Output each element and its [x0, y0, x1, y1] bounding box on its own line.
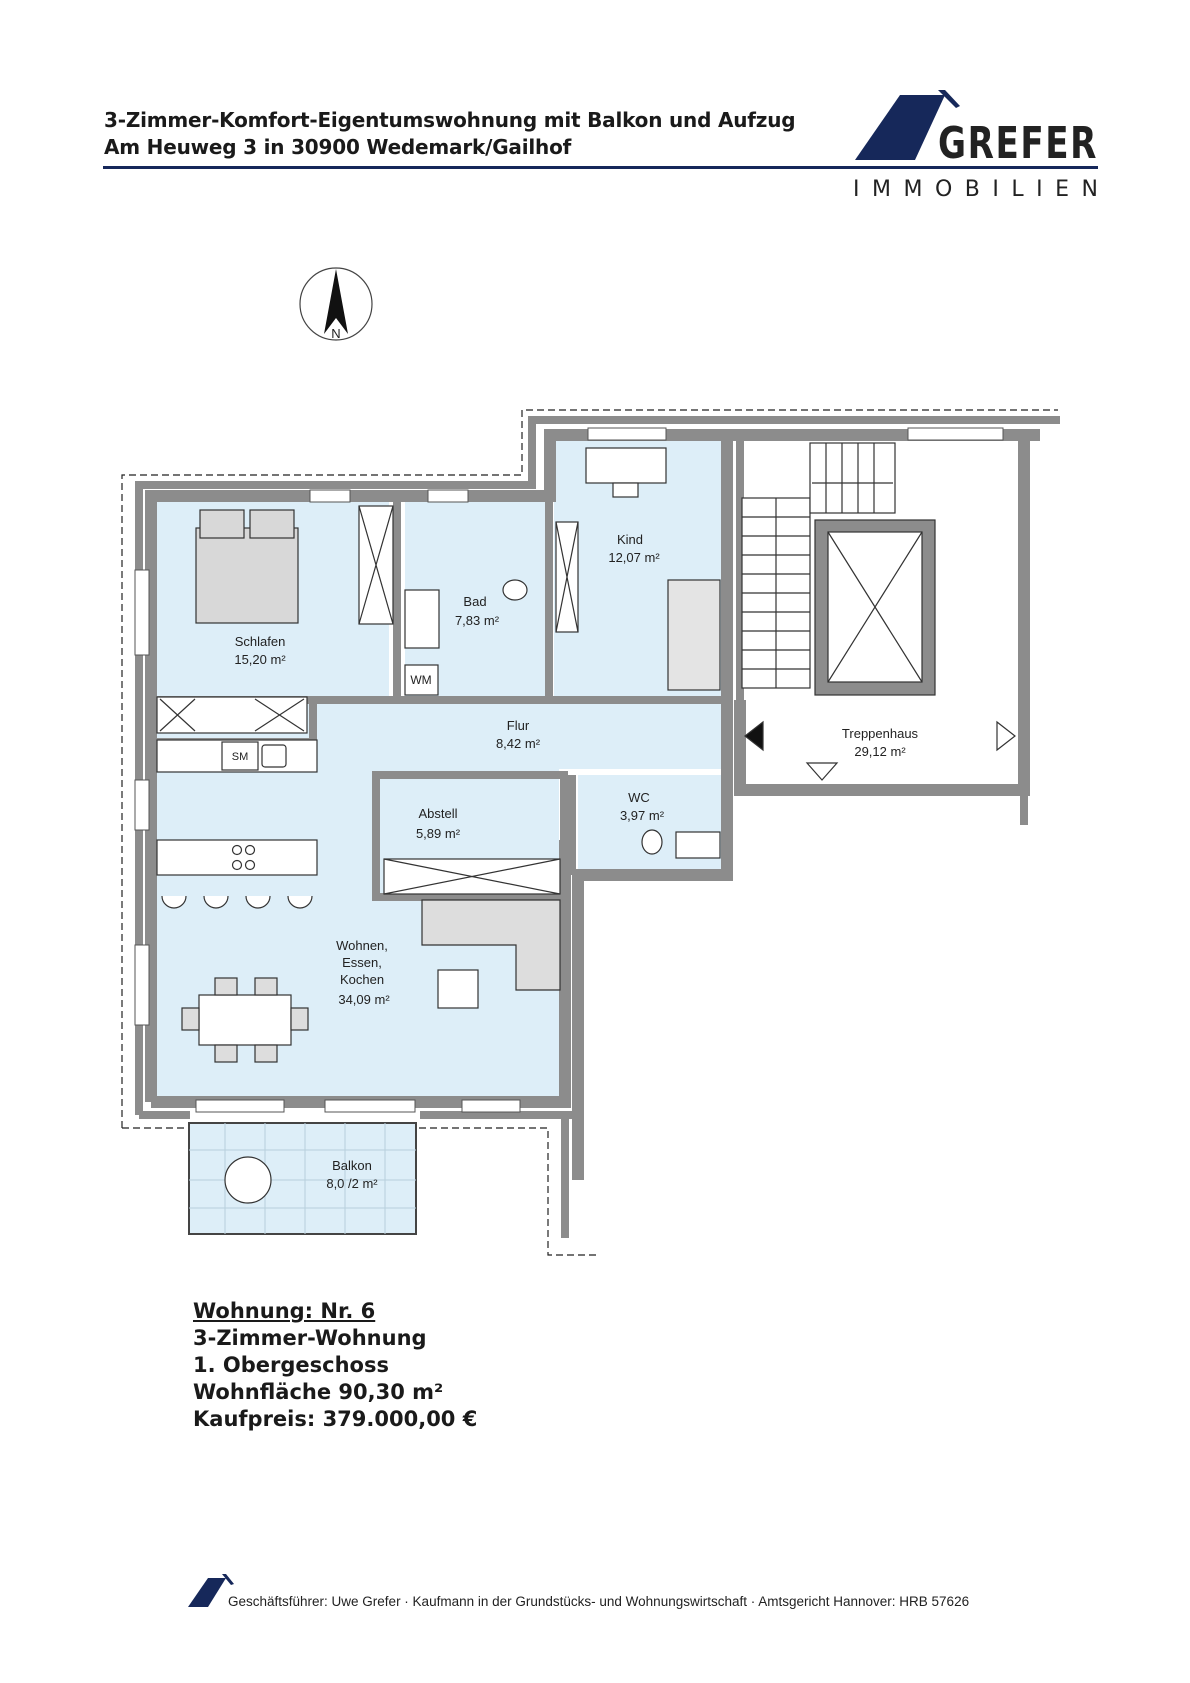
room-name: Abstell: [418, 806, 457, 821]
room-name: Treppenhaus: [842, 726, 919, 741]
room-area: 34,09 m²: [338, 992, 390, 1007]
purchase-price: Kaufpreis: 379.000,00 €: [193, 1407, 478, 1431]
roof-icon: [855, 95, 945, 160]
room-area: 7,83 m²: [455, 613, 500, 628]
appliance-label: WM: [410, 673, 431, 687]
listing-title: 3-Zimmer-Komfort-Eigentumswohnung mit Ba…: [104, 108, 796, 132]
floor-level: 1. Obergeschoss: [193, 1353, 389, 1377]
arrow-left-icon: [744, 720, 764, 752]
bed: [195, 527, 299, 624]
toilet: [502, 579, 528, 601]
floor-plan: N: [121, 267, 1060, 1256]
dining-table: [198, 994, 292, 1046]
washing-machine: [404, 664, 439, 696]
grefer-logo: GREFER IMMOBILIEN: [853, 90, 1098, 202]
room-area: 5,89 m²: [416, 826, 461, 841]
room-area: 8,0 /2 m²: [326, 1176, 378, 1191]
listing-address: Am Heuweg 3 in 30900 Wedemark/Gailhof: [104, 135, 572, 159]
room-name: WC: [628, 790, 650, 805]
arrow-right-icon: [996, 720, 1016, 752]
room-area: 29,12 m²: [854, 744, 906, 759]
desk: [585, 447, 667, 484]
arrow-down-icon: [805, 762, 839, 781]
windows: [134, 427, 1004, 1113]
room-name: Kind: [617, 532, 643, 547]
room-area: 12,07 m²: [608, 550, 660, 565]
room-name: Balkon: [332, 1158, 372, 1173]
room-area: 8,42 m²: [496, 736, 541, 751]
walls: [135, 416, 1060, 1238]
footer-roof-icon: [188, 1574, 234, 1607]
room-name: Schlafen: [235, 634, 286, 649]
child-bed: [667, 579, 721, 691]
apartment-info: Wohnung: Nr. 6 3-Zimmer-Wohnung 1. Oberg…: [193, 1298, 477, 1433]
room-area: 15,20 m²: [234, 652, 286, 667]
apartment-type: 3-Zimmer-Wohnung: [193, 1326, 427, 1350]
appliance-label: SM: [232, 751, 249, 763]
sofa: [421, 899, 561, 991]
room-name: Flur: [507, 718, 530, 733]
unit-number: Wohnung: Nr. 6: [193, 1299, 376, 1323]
coffee-table: [437, 969, 479, 1009]
living-area: Wohnfläche 90,30 m²: [193, 1380, 444, 1404]
room-name: Kochen: [340, 972, 384, 987]
room-name: Essen,: [342, 955, 382, 970]
logo-name: GREFER: [938, 118, 1098, 169]
room-name: Wohnen,: [336, 938, 388, 953]
balcony-table: [224, 1156, 272, 1204]
room-name: Bad: [463, 594, 486, 609]
wc-toilet: [641, 829, 663, 855]
cupboard: [156, 696, 308, 734]
north-compass: N: [299, 267, 373, 341]
footer-text: Geschäftsführer: Uwe Grefer · Kaufmann i…: [228, 1594, 970, 1609]
compass-label: N: [331, 326, 340, 341]
room-area: 3,97 m²: [620, 808, 665, 823]
furniture: [156, 442, 1016, 1204]
bathroom-sink: [404, 589, 440, 649]
wc-sink: [675, 831, 721, 859]
dishwasher: [221, 741, 259, 771]
header-divider: [103, 166, 1098, 169]
footer: Geschäftsführer: Uwe Grefer · Kaufmann i…: [186, 1572, 1086, 1612]
north-arrow-icon: [324, 269, 348, 334]
